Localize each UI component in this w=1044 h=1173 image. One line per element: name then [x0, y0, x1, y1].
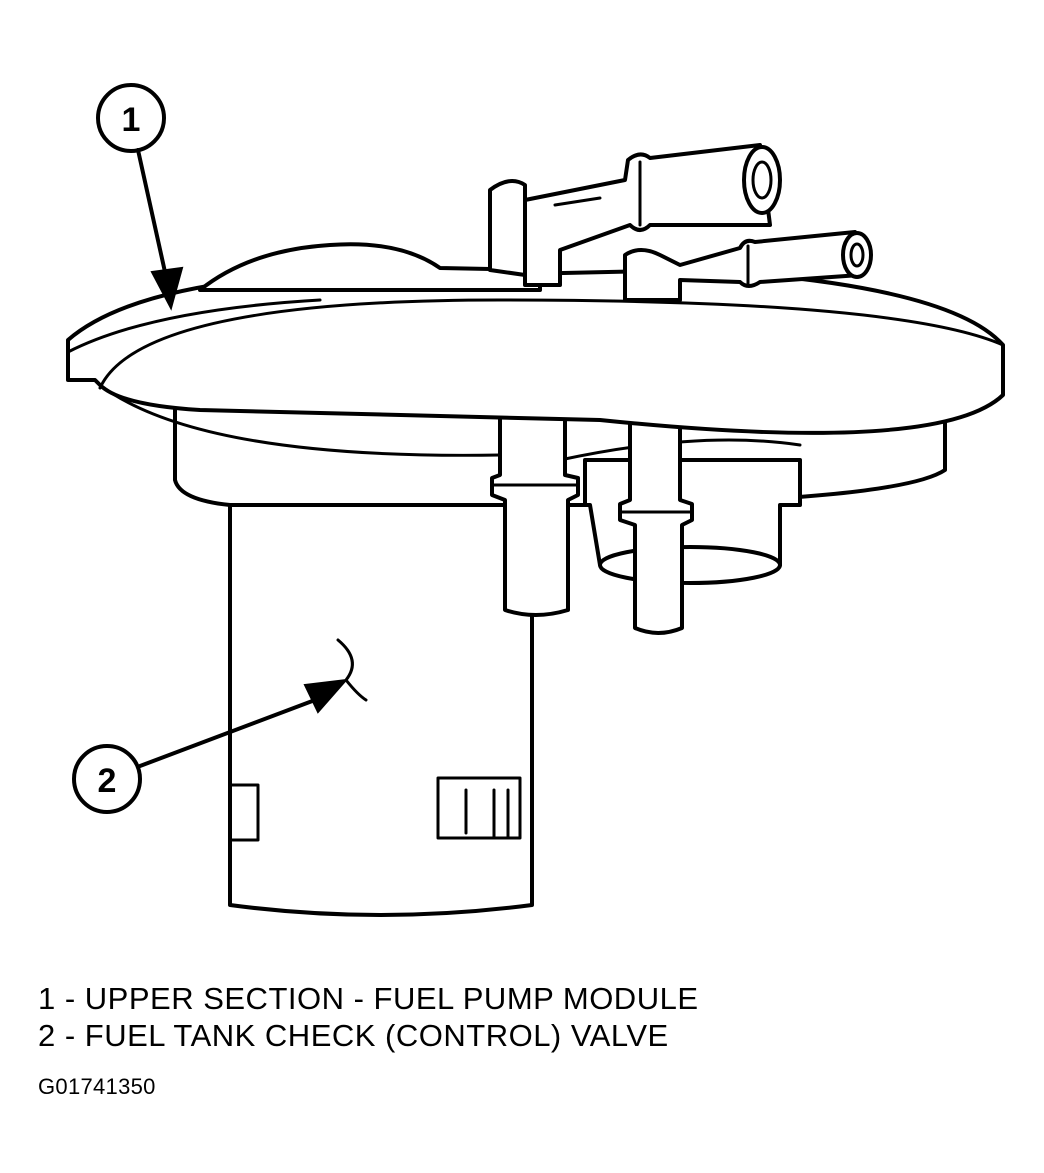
upper-flange — [66, 268, 1005, 457]
lower-tube-left — [490, 403, 580, 617]
upper-port-large — [523, 143, 782, 287]
fuel-pump-module-diagram: 1 2 — [66, 83, 1005, 917]
canister-body — [228, 453, 534, 917]
top-dome — [198, 179, 542, 292]
callout-2-label: 2 — [98, 762, 117, 800]
figure-id: G01741350 — [38, 1074, 156, 1099]
upper-port-small — [623, 230, 873, 302]
legend-item-1: 1 - UPPER SECTION - FUEL PUMP MODULE — [38, 981, 699, 1016]
callout-1-label: 1 — [122, 101, 141, 139]
lower-tube-right — [618, 403, 694, 635]
legend-item-2: 2 - FUEL TANK CHECK (CONTROL) VALVE — [38, 1018, 669, 1053]
callout-1: 1 — [96, 83, 184, 311]
legend: 1 - UPPER SECTION - FUEL PUMP MODULE 2 -… — [38, 980, 699, 1054]
callout-2: 2 — [72, 678, 349, 814]
